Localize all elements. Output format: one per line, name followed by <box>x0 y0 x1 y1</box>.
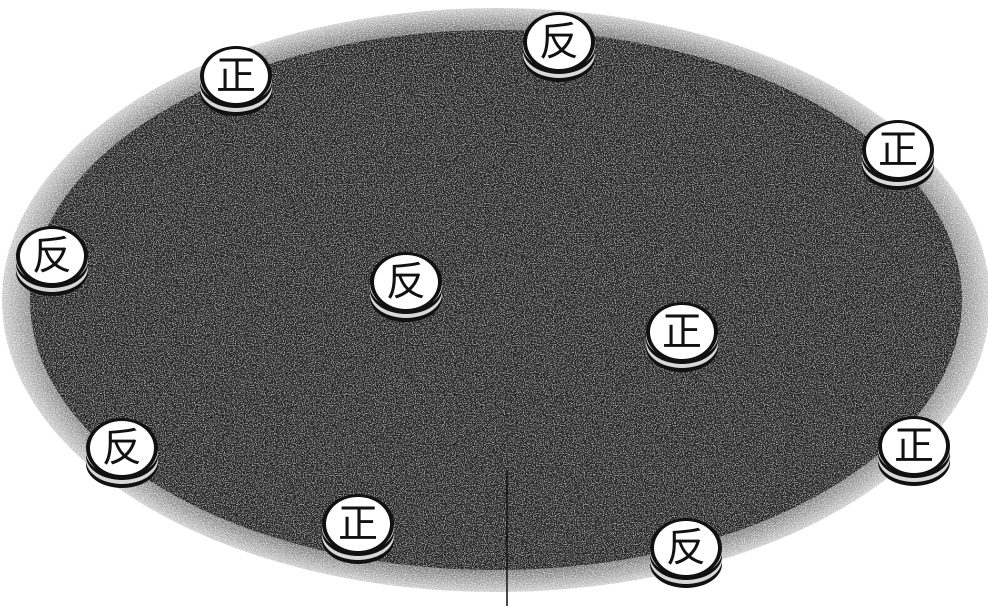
coin-label: 正 <box>858 120 938 180</box>
coin-label: 正 <box>642 302 722 362</box>
coin-label: 正 <box>874 416 954 476</box>
coin-label: 反 <box>366 252 446 312</box>
coin: 反 <box>82 412 162 494</box>
coin-label: 反 <box>82 418 162 478</box>
coin: 正 <box>874 410 954 492</box>
coin: 反 <box>519 6 599 88</box>
coin: 正 <box>196 40 276 122</box>
coin-label: 反 <box>519 12 599 72</box>
coin: 反 <box>12 220 92 302</box>
coin-label: 反 <box>12 226 92 286</box>
coin: 正 <box>642 296 722 378</box>
coin: 正 <box>858 114 938 196</box>
coin-label: 正 <box>196 46 276 106</box>
coin-label: 反 <box>646 518 726 578</box>
coin: 正 <box>318 488 398 570</box>
coin-label: 正 <box>318 494 398 554</box>
coin: 反 <box>366 246 446 328</box>
coin: 反 <box>646 512 726 594</box>
